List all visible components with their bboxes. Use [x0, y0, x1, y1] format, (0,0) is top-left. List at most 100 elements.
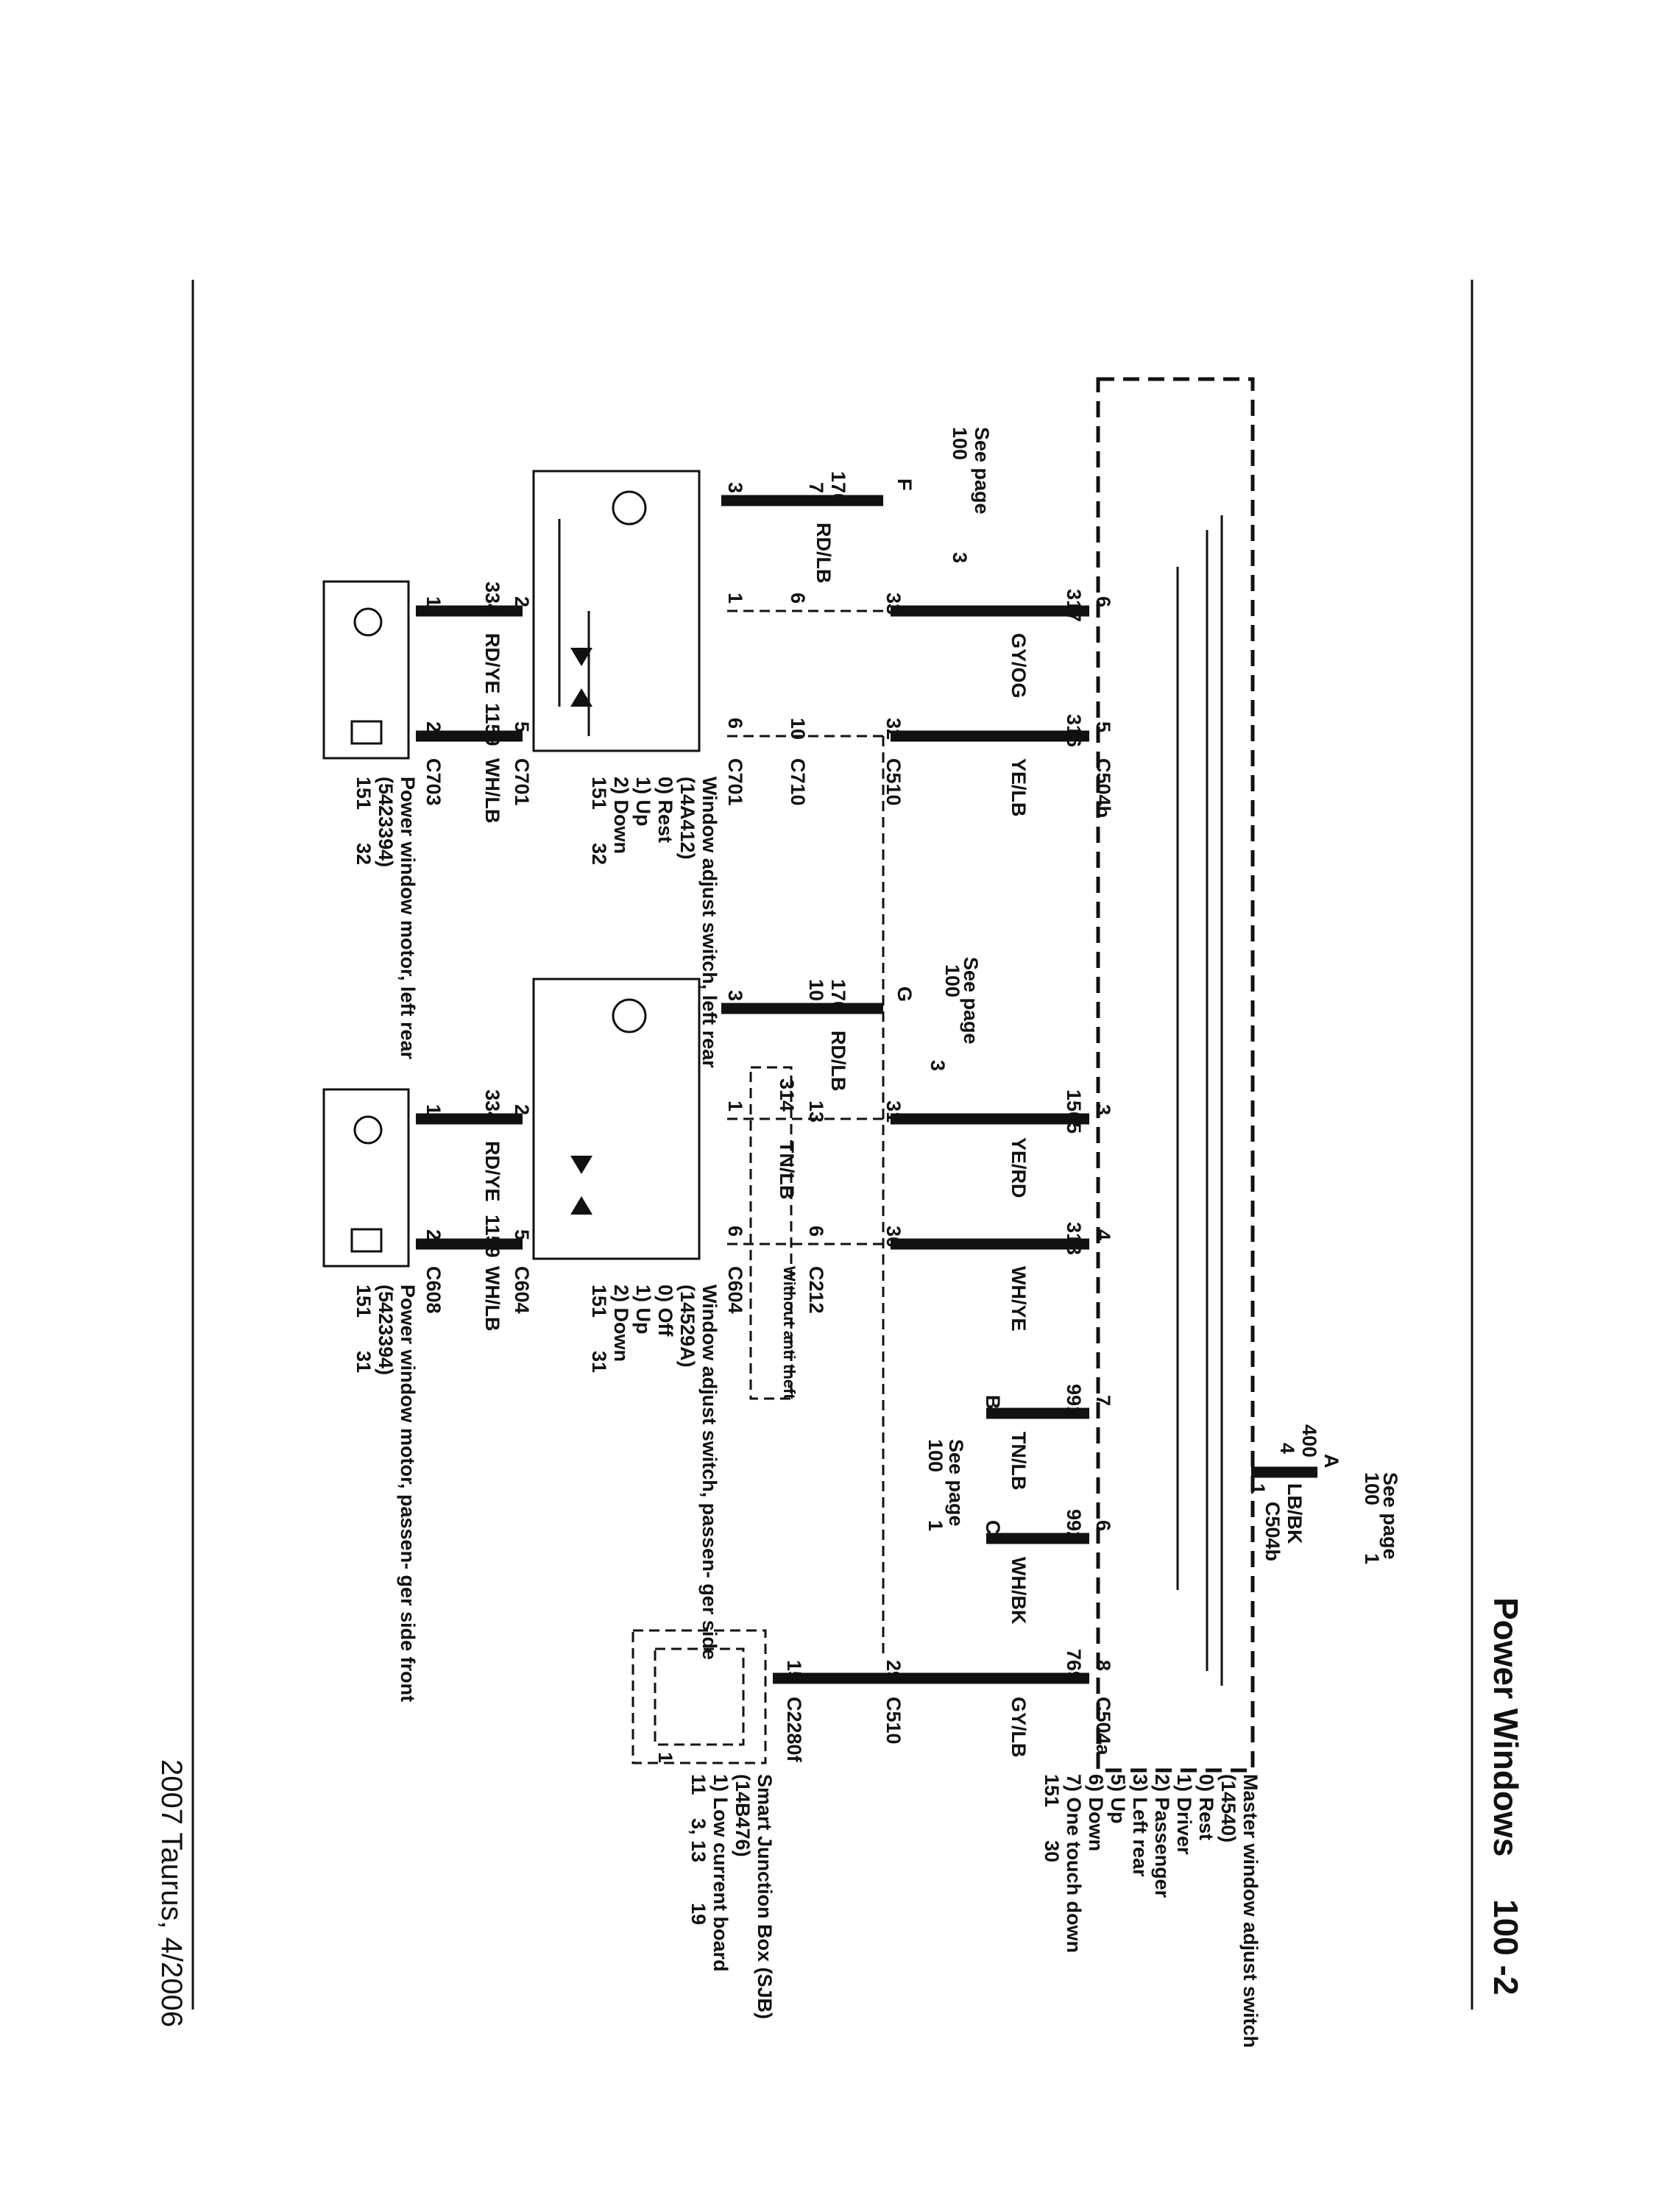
pf-pin-top-2: 4	[1092, 1229, 1114, 1240]
pf-feed-seepage: See page	[960, 957, 982, 1045]
pf-feed-c212: 10	[805, 979, 827, 1001]
rg-num-1: 991	[1063, 1384, 1085, 1417]
pf-feed-c604: 3	[724, 990, 746, 1001]
lr-labels: 6 5 317 316 GY/OG YE/LB C504b 33 32 C510…	[353, 427, 1114, 1068]
footer: 2007 Taurus, 4/2006	[155, 1759, 188, 2027]
pf-motor-legend: Power window motor, passen- ger side fro…	[353, 1285, 419, 1702]
master-leg-1: 1) Driver	[1173, 1774, 1195, 1855]
master-leg-2: 2) Passenger	[1151, 1774, 1173, 1898]
master-leg-4: 5) Up	[1107, 1774, 1129, 1824]
sjb-color: GY/LB	[1008, 1697, 1030, 1758]
pf-num-1: 1505	[1063, 1089, 1085, 1134]
master-leg-5: 6) Down	[1085, 1774, 1107, 1851]
pf-color-1: YE/RD	[1008, 1137, 1030, 1198]
master-ref-2: 30	[1041, 1840, 1063, 1862]
lr-motor-icon	[353, 607, 383, 637]
lr-feed-c710: 7	[805, 482, 827, 493]
pf-motor-box	[322, 1088, 410, 1268]
pf-switch-part: (14529A)	[676, 1285, 698, 1368]
master-leg-3: 3) Left rear	[1129, 1774, 1151, 1877]
rg-marker-b: B	[982, 1395, 1004, 1410]
lr-num-2: 316	[1063, 714, 1085, 747]
pf-c604-1: 1	[724, 1100, 746, 1112]
rg-num-2: 992	[1063, 1509, 1085, 1542]
sjb-ref-3: 19	[687, 1903, 710, 1925]
master-leg-6: 7) One touch down	[1063, 1774, 1085, 1953]
rg-power-marker: A	[1320, 1454, 1342, 1469]
pf-motor-ref-2: 31	[353, 1351, 375, 1373]
rg-power-seepage: See page	[1379, 1472, 1401, 1560]
footer-text: 2007 Taurus, 4/2006	[155, 1759, 188, 2027]
lr-switch-part: (14A412)	[676, 777, 698, 860]
master-legend: Master window adjust switch (14540) 0) R…	[1041, 1774, 1262, 2048]
lr-motor-color2: WH/LB	[481, 758, 503, 823]
pf-motor-swpin2: 5	[511, 1229, 533, 1240]
pf-conn-c608: C608	[422, 1266, 445, 1314]
sjb-box	[631, 1629, 767, 1764]
lr-motor-box	[322, 580, 410, 760]
pf-feed-color: RD/LB	[827, 1031, 849, 1092]
pf-motor-sensor	[350, 1228, 383, 1253]
lr-feed-color: RD/LB	[813, 523, 835, 584]
sjb-pin-top: 8	[1092, 1660, 1114, 1671]
rg-seepage: See page	[945, 1439, 967, 1527]
sjb-ref-2: 3, 13	[687, 1818, 710, 1862]
pf-motor-ref-1: 151	[353, 1285, 375, 1318]
sjb-labels: 8 769 GY/LB C504a 29 C510 15 C2280f 1 Sm…	[654, 1649, 1114, 2019]
lr-conn-c701a: C701	[724, 758, 746, 806]
lr-switch-name: Window adjust switch, left rear	[698, 777, 721, 1068]
pf-switch-leg-1: 1) Up	[632, 1285, 654, 1335]
pf-color-2: WH/YE	[1008, 1266, 1030, 1332]
pf-switch-leg-2: 2) Down	[610, 1285, 632, 1362]
lr-conn-c701b: C701	[511, 758, 533, 806]
pf-without-antitheft-box	[749, 1066, 793, 1400]
master-name: Master window adjust switch	[1239, 1774, 1262, 2048]
pf-lamp-icon	[612, 998, 647, 1033]
left-rear-switch-box	[532, 470, 701, 752]
sjb-legend: Smart Junction Box (SJB) (14B476) 1) Low…	[687, 1774, 776, 2019]
rg-pin-1: 7	[1092, 1395, 1114, 1406]
master-switch-box	[1096, 377, 1255, 1773]
lr-motor-num1: 334	[481, 582, 503, 615]
rg-color-2: WH/BK	[1008, 1557, 1030, 1625]
pass-switch-box	[532, 978, 701, 1260]
pf-num-2: 313	[1063, 1222, 1085, 1255]
pf-c510-2: 30	[882, 1226, 905, 1248]
lr-feed-c701: 3	[724, 482, 746, 493]
master-part: (14540)	[1217, 1774, 1239, 1842]
rg-power-num: 400	[1298, 1424, 1320, 1457]
master-leg-0: 0) Rest	[1195, 1774, 1217, 1840]
lr-switch-ref-1: 151	[588, 777, 610, 810]
sjb-conn-top: C504a	[1092, 1697, 1114, 1756]
pf-motor-pin2: 2	[422, 1229, 445, 1240]
rg-power-page: 100	[1361, 1472, 1383, 1505]
sjb-c510: 29	[882, 1660, 905, 1682]
pf-alt-color: TN/LB	[776, 1141, 798, 1199]
pf-switch-legend: Window adjust switch, passen- ger side (…	[588, 1285, 721, 1660]
rg-power-color: LB/BK	[1284, 1483, 1306, 1544]
lr-motor-num2: 1159	[481, 703, 503, 746]
pf-motor-num2: 1159	[481, 1215, 503, 1258]
lr-c710-2: 10	[787, 718, 809, 740]
lr-conn-c510: C510	[882, 758, 905, 806]
lr-diode-1	[570, 648, 592, 666]
lr-motor-color1: RD/YE	[481, 633, 503, 694]
pf-motor-name: Power window motor, passen- ger side fro…	[397, 1285, 419, 1702]
pf-conn-c604b: C604	[511, 1266, 533, 1314]
lr-feed-marker: F	[894, 478, 916, 491]
lr-motor-name: Power window motor, left rear	[397, 777, 419, 1060]
rg-power-sub: 1	[1361, 1553, 1383, 1564]
pf-switch-leg-0: 0) Off	[654, 1285, 676, 1338]
lr-conn-c710: C710	[787, 758, 809, 806]
pf-motor-swpin1: 2	[511, 1104, 533, 1115]
sjb-ref-1: 11	[687, 1774, 710, 1795]
pf-c212-1: 13	[805, 1100, 827, 1123]
pf-diode-2	[570, 1196, 592, 1215]
lr-switch-legend: Window adjust switch, left rear (14A412)…	[588, 777, 721, 1068]
pf-labels: 3 4 1505 313 YE/RD WH/YE 31 30 13 6 C212…	[353, 957, 1114, 1702]
pf-feed-marker: G	[894, 986, 916, 1002]
lr-motor-ref-1: 151	[353, 777, 375, 810]
rg-color-1: TN/LB	[1008, 1432, 1030, 1490]
